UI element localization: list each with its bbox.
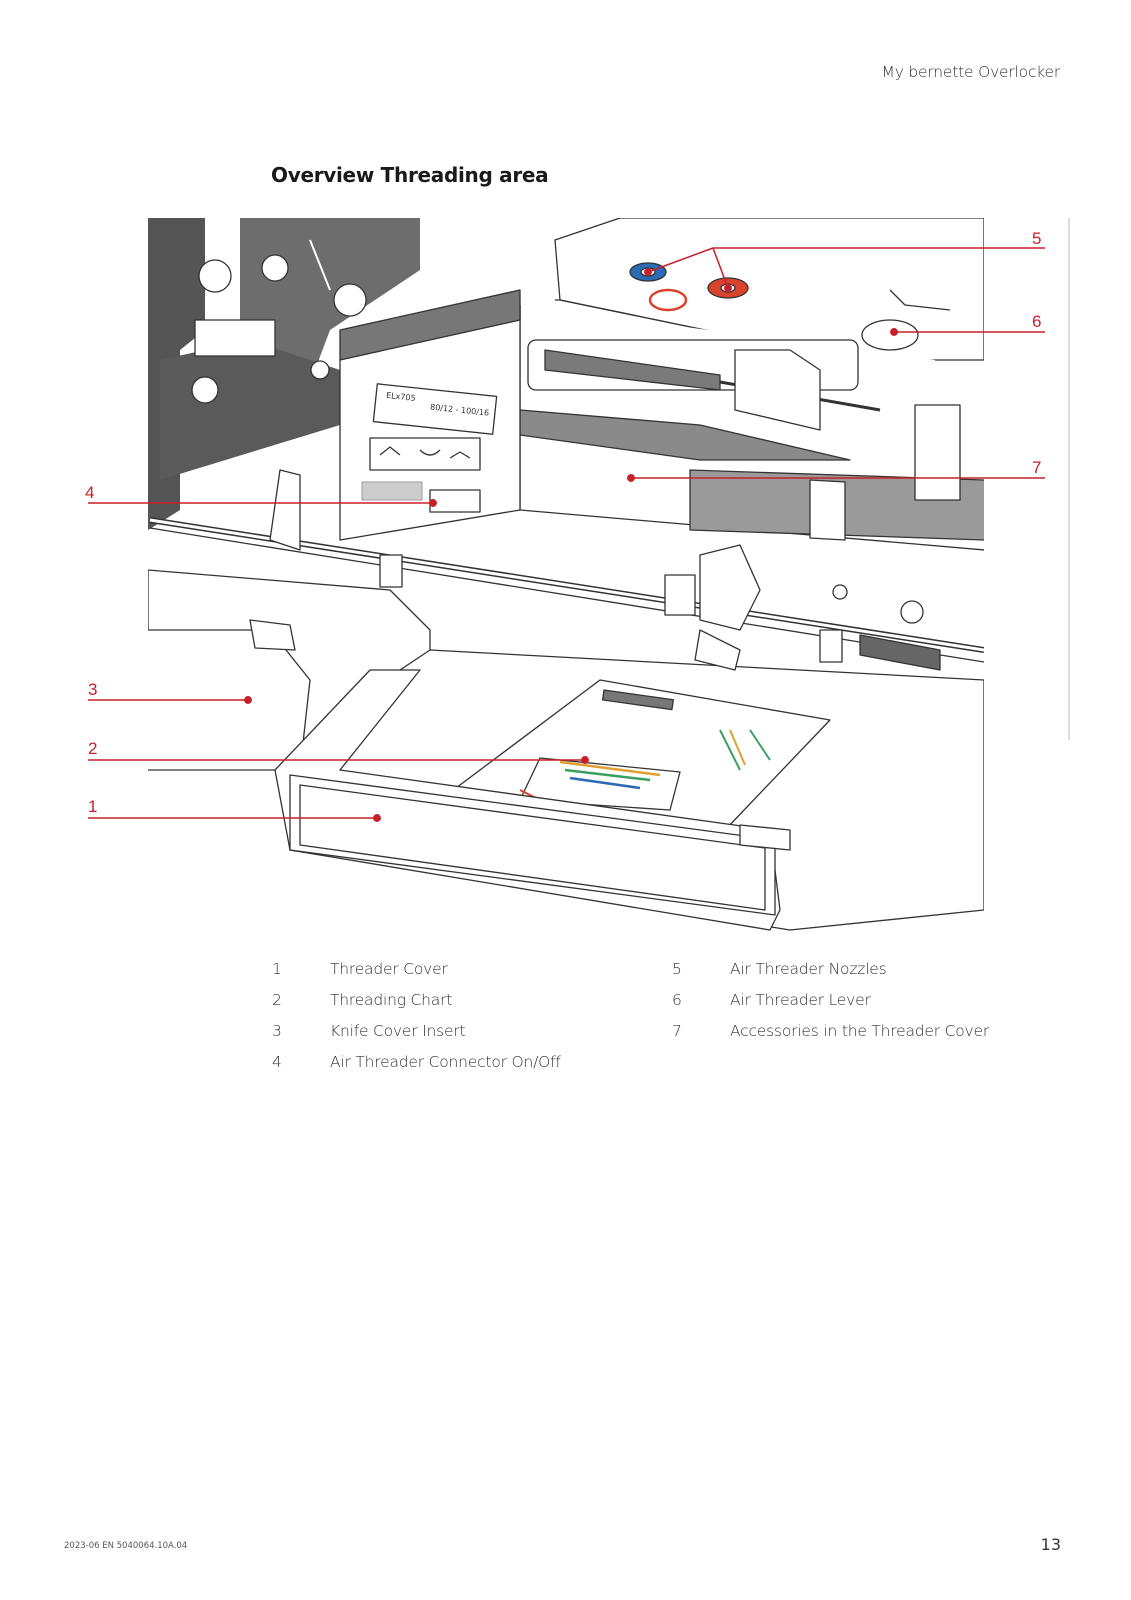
threading-area-illustration: ELx705 80/12 - 100/16 (85, 218, 1070, 931)
legend-text: Threading Chart (330, 991, 453, 1009)
legend-text: Threader Cover (330, 960, 448, 978)
legend-text: Accessories in the Threader Cover (730, 1022, 990, 1040)
legend-number: 2 (272, 991, 282, 1009)
legend-number: 1 (272, 960, 282, 978)
legend-text: Knife Cover Insert (330, 1022, 466, 1040)
nozzle-symbol (648, 288, 688, 312)
running-header: My bernette Overlocker (881, 63, 1061, 81)
page-number: 13 (1040, 1535, 1061, 1554)
section-title: Overview Threading area (271, 163, 549, 187)
legend-text: Air Threader Nozzles (730, 960, 887, 978)
callout-3: 3 (88, 680, 97, 699)
callout-5: 5 (1032, 229, 1041, 248)
spring (859, 634, 941, 671)
legend-number: 3 (272, 1022, 282, 1040)
callout-1: 1 (88, 797, 97, 816)
legend-number: 6 (672, 991, 682, 1009)
legend-number: 5 (672, 960, 682, 978)
air-connector-switch (429, 489, 481, 513)
callout-7: 7 (1032, 458, 1041, 477)
callout-6: 6 (1032, 312, 1041, 331)
air-lever (861, 319, 919, 351)
callout-2: 2 (88, 739, 97, 758)
legend-text: Air Threader Lever (730, 991, 871, 1009)
legend-number: 4 (272, 1053, 282, 1071)
needle-box-model: ELx705 (386, 391, 416, 403)
callout-4: 4 (85, 483, 94, 502)
legend-number: 7 (672, 1022, 682, 1040)
legend-text: Air Threader Connector On/Off (330, 1053, 561, 1071)
document-code: 2023-06 EN 5040064.10A.04 (64, 1541, 188, 1551)
tool-screwdriver (544, 349, 721, 391)
